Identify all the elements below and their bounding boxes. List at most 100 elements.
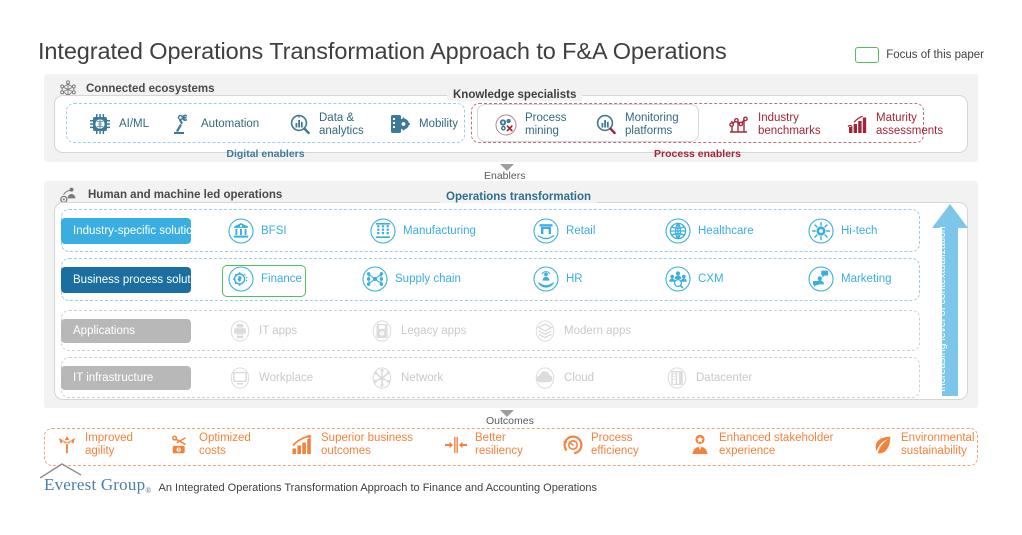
growth-bars-icon — [292, 435, 312, 454]
outcome-tile-process-efficiency[interactable]: Process efficiency — [560, 432, 639, 458]
enabler-tile-industry-benchmarks[interactable]: Industry benchmarks — [727, 112, 821, 138]
human-machine-label: Human and machine led operations — [88, 189, 283, 201]
cxm-people-icon — [665, 266, 691, 292]
row-pill-applications[interactable]: Applications — [61, 319, 191, 343]
op-tile-label: Marketing — [841, 272, 892, 285]
outcome-tile-enhanced-stakeholder-experience[interactable]: Enhanced stakeholder experience — [688, 432, 833, 458]
stakeholder-badge-icon — [692, 434, 708, 454]
everest-chevron-icon — [40, 463, 82, 479]
hr-person-hand-icon — [533, 266, 559, 292]
factory-icon — [370, 218, 396, 244]
digital-enablers-group — [66, 103, 465, 143]
op-tile-label: Cloud — [564, 371, 595, 384]
outcome-label: Environmental sustainability — [901, 432, 975, 457]
op-tile-legacy-apps[interactable]: Legacy apps — [370, 319, 466, 343]
operations-transformation-banner: Operations transformation — [440, 191, 598, 203]
outcome-tile-superior-business-outcomes[interactable]: Superior business outcomes — [290, 432, 413, 458]
enabler-label: Automation — [201, 117, 260, 130]
outcome-tile-improved-agility[interactable]: Improved agility — [56, 432, 133, 458]
op-tile-cloud[interactable]: Cloud — [533, 366, 594, 390]
op-tile-modern-apps[interactable]: Modern apps — [533, 319, 631, 343]
knowledge-specialists-banner: Knowledge specialists — [447, 89, 583, 101]
row-pill-business-process-solutions[interactable]: Business process solutions — [61, 267, 212, 293]
row-pill-it-infrastructure[interactable]: IT infrastructure — [61, 366, 191, 390]
finance-gear-dollar-icon — [228, 266, 254, 292]
increasing-arrow-icon — [932, 204, 968, 396]
network-star-icon — [372, 367, 392, 389]
op-tile-label: CXM — [698, 272, 724, 285]
op-tile-hi-tech[interactable]: Hi-tech — [808, 218, 877, 244]
outcome-label: Process efficiency — [591, 432, 639, 457]
enabler-label: Industry benchmarks — [758, 112, 821, 137]
op-tile-label: Hi-tech — [841, 224, 878, 237]
enabler-tile-mobility[interactable]: Mobility — [388, 112, 458, 136]
op-tile-marketing[interactable]: Marketing — [808, 266, 892, 292]
enabler-tile-process-mining[interactable]: Process mining — [494, 112, 567, 138]
enabler-label: Monitoring platforms — [625, 112, 679, 137]
digital-enablers-label: Digital enablers — [226, 148, 305, 160]
row-pill-industry-specific-solutions[interactable]: Industry-specific solutions — [61, 218, 205, 244]
supply-chain-nodes-icon — [362, 266, 388, 292]
human-machine-icon — [60, 187, 76, 203]
bank-icon — [228, 218, 254, 244]
svg-text:$: $ — [178, 447, 181, 452]
op-tile-finance[interactable]: Finance — [228, 266, 302, 292]
cloud-icon — [535, 367, 555, 389]
outcome-label: Enhanced stakeholder experience — [719, 432, 834, 457]
outcome-tile-better-resiliency[interactable]: Better resiliency — [444, 432, 523, 458]
datacenter-rack-icon — [667, 367, 687, 389]
everest-group-logo: Everest Group® — [40, 463, 152, 495]
op-tile-label: BFSI — [261, 224, 287, 237]
outcome-tile-environmental-sustainability[interactable]: Environmental sustainability — [872, 432, 975, 458]
brand-registered-mark: ® — [145, 486, 152, 495]
efficiency-dial-icon — [563, 435, 583, 455]
outcomes-connector-label: Outcomes — [486, 415, 534, 427]
enabler-label: AI/ML — [119, 117, 150, 130]
page-title: Integrated Operations Transformation App… — [38, 38, 727, 64]
op-tile-supply-chain[interactable]: Supply chain — [362, 266, 461, 292]
retail-store-icon — [533, 218, 559, 244]
outcome-label: Optimized costs — [199, 432, 251, 457]
leaf-icon — [875, 436, 891, 454]
enabler-tile-ai-ml[interactable]: AI/ML — [88, 112, 149, 136]
marketing-megaphone-icon — [808, 266, 834, 292]
op-tile-healthcare[interactable]: Healthcare — [665, 218, 754, 244]
robot-arm-icon — [174, 114, 187, 134]
focus-legend: Focus of this paper — [855, 47, 984, 63]
op-tile-network[interactable]: Network — [370, 366, 443, 390]
outcome-label: Better resiliency — [475, 432, 523, 457]
chip-brain-icon — [90, 114, 110, 134]
globe-health-icon — [665, 218, 691, 244]
op-tile-label: Modern apps — [564, 324, 632, 337]
op-tile-label: Workplace — [259, 371, 314, 384]
enabler-label: Process mining — [525, 112, 567, 137]
it-apps-icon — [230, 320, 250, 342]
op-tile-retail[interactable]: Retail — [533, 218, 595, 244]
footer: Everest Group® An Integrated Operations … — [40, 463, 597, 495]
enabler-label: Mobility — [419, 117, 458, 130]
op-tile-datacenter[interactable]: Datacenter — [665, 366, 752, 390]
enabler-tile-automation[interactable]: Automation — [170, 112, 259, 136]
outcome-tile-optimized-costs[interactable]: $ Optimized costs — [170, 432, 251, 458]
process-enablers-label: Process enablers — [654, 148, 741, 160]
op-tile-it-apps[interactable]: IT apps — [228, 319, 297, 343]
op-tile-label: Network — [401, 371, 444, 384]
modern-apps-layers-icon — [535, 320, 555, 342]
focus-swatch-icon — [855, 47, 880, 63]
op-tile-manufacturing[interactable]: Manufacturing — [370, 218, 476, 244]
op-tile-label: Datacenter — [696, 371, 753, 384]
monitor-icon — [230, 367, 250, 389]
maturity-bar-chart-icon — [847, 115, 867, 133]
contextualization-arrow-label: Increasing level of contextualization — [936, 226, 948, 392]
op-tile-workplace[interactable]: Workplace — [228, 366, 313, 390]
enabler-tile-data-analytics[interactable]: Data & analytics — [288, 112, 364, 138]
op-tile-bfsi[interactable]: BFSI — [228, 218, 287, 244]
footer-text: An Integrated Operations Transformation … — [158, 482, 597, 494]
enabler-tile-maturity-assessments[interactable]: Maturity assessments — [845, 112, 943, 138]
enabler-label: Maturity assessments — [876, 112, 944, 137]
op-tile-label: Finance — [261, 272, 302, 285]
op-tile-cxm[interactable]: CXM — [665, 266, 724, 292]
enabler-tile-monitoring-platforms[interactable]: Monitoring platforms — [594, 112, 679, 138]
op-tile-hr[interactable]: HR — [533, 266, 583, 292]
